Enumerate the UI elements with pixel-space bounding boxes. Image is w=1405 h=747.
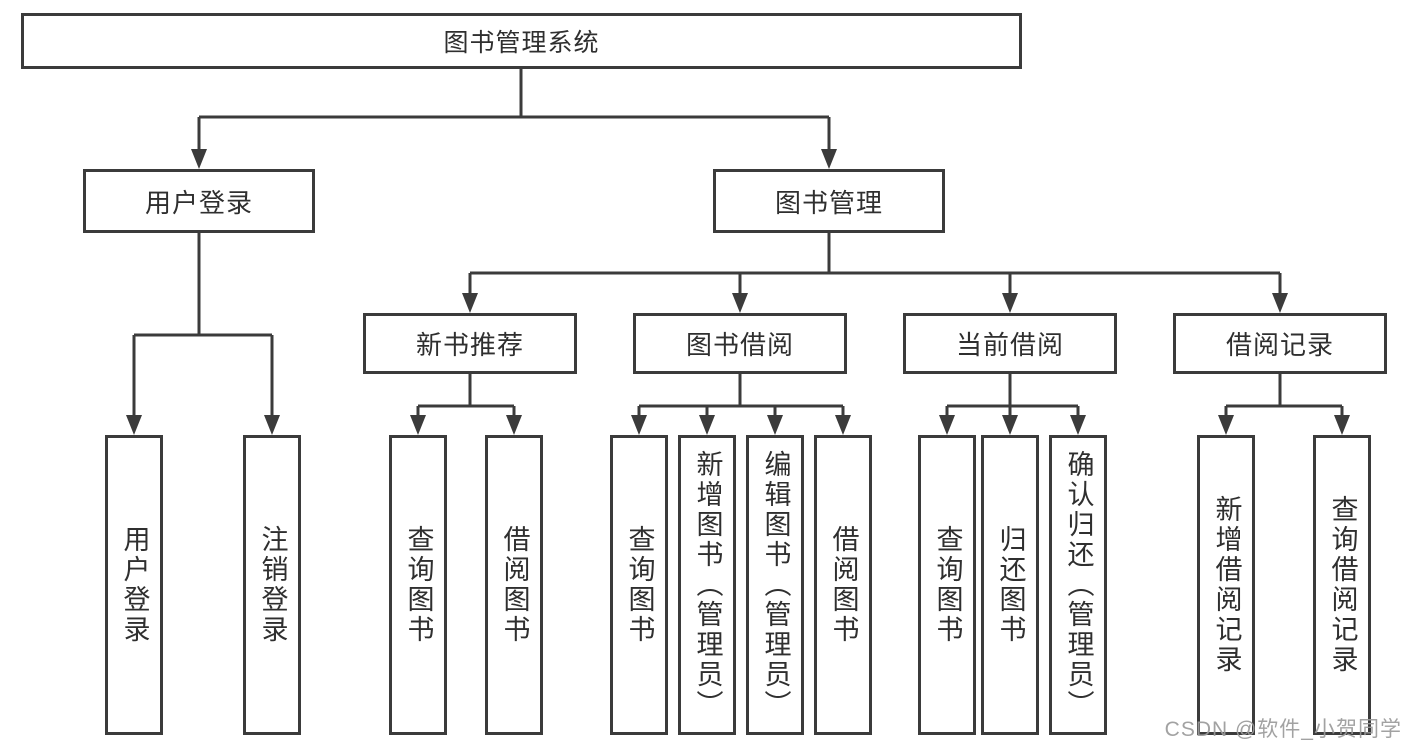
node-root: 图书管理系统: [21, 13, 1022, 69]
leaf-query-books-current-label: 查询图书: [932, 525, 963, 645]
node-user-login-label: 用户登录: [144, 187, 253, 218]
leaf-borrow-books-borrow: 借阅图书: [814, 435, 872, 735]
node-new-book-recommend: 新书推荐: [363, 313, 577, 374]
node-book-borrow: 图书借阅: [633, 313, 847, 374]
leaf-query-borrow-record-label: 查询借阅记录: [1327, 495, 1358, 675]
leaf-add-borrow-record-label: 新增借阅记录: [1211, 495, 1242, 675]
node-current-borrow-label: 当前借阅: [955, 330, 1064, 360]
leaf-return-books-label: 归还图书: [995, 525, 1026, 645]
leaf-borrow-books-recommend-label: 借阅图书: [499, 525, 530, 645]
leaf-add-book-admin: 新增图书（管理员）: [678, 435, 736, 735]
node-borrow-records-label: 借阅记录: [1225, 330, 1334, 360]
leaf-confirm-return-admin-label: 确认归还（管理员）: [1063, 450, 1094, 720]
node-new-book-recommend-label: 新书推荐: [415, 330, 524, 360]
leaf-add-borrow-record: 新增借阅记录: [1197, 435, 1255, 735]
node-current-borrow: 当前借阅: [903, 313, 1117, 374]
leaf-query-books-current: 查询图书: [918, 435, 976, 735]
leaf-borrow-books-recommend: 借阅图书: [485, 435, 543, 735]
leaf-query-books-borrow-label: 查询图书: [624, 525, 655, 645]
node-borrow-records: 借阅记录: [1173, 313, 1387, 374]
leaf-borrow-books-borrow-label: 借阅图书: [828, 525, 859, 645]
leaf-return-books: 归还图书: [981, 435, 1039, 735]
node-user-login: 用户登录: [83, 169, 315, 233]
leaf-edit-book-admin-label: 编辑图书（管理员）: [760, 450, 791, 720]
node-book-management: 图书管理: [713, 169, 945, 233]
leaf-query-books-recommend: 查询图书: [389, 435, 447, 735]
leaf-confirm-return-admin: 确认归还（管理员）: [1049, 435, 1107, 735]
leaf-logout: 注销登录: [243, 435, 301, 735]
leaf-add-book-admin-label: 新增图书（管理员）: [692, 450, 723, 720]
leaf-edit-book-admin: 编辑图书（管理员）: [746, 435, 804, 735]
leaf-query-borrow-record: 查询借阅记录: [1313, 435, 1371, 735]
node-root-label: 图书管理系统: [443, 29, 600, 57]
watermark-text: CSDN @软件_小贺同学: [1164, 718, 1402, 741]
leaf-query-books-borrow: 查询图书: [610, 435, 668, 735]
node-book-borrow-label: 图书借阅: [685, 330, 794, 360]
leaf-query-books-recommend-label: 查询图书: [403, 525, 434, 645]
leaf-user-login: 用户登录: [105, 435, 163, 735]
node-book-management-label: 图书管理: [774, 187, 883, 218]
leaf-logout-label: 注销登录: [257, 525, 288, 645]
leaf-user-login-label: 用户登录: [119, 525, 150, 645]
